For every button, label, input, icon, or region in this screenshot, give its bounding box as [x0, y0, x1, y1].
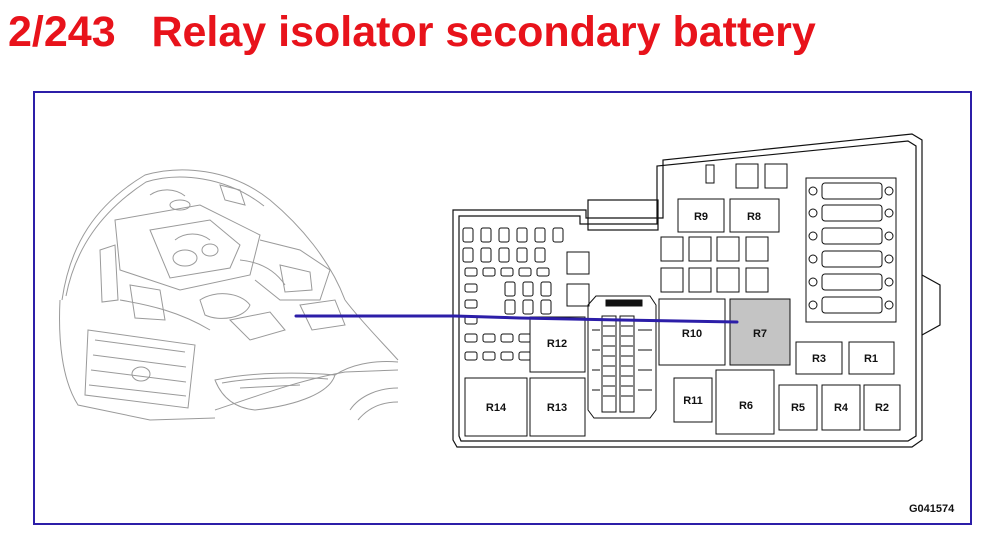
relay-r2-label: R2 [875, 402, 889, 414]
relay-r4-label: R4 [834, 402, 849, 414]
relay-r13-label: R13 [547, 402, 567, 414]
relay-r6: R6 [715, 369, 775, 435]
relay-r3-label: R3 [812, 353, 826, 365]
diagram-frame [33, 91, 972, 525]
relay-r8: R8 [729, 198, 780, 233]
car-engine-bay-illustration [59, 169, 399, 421]
page-title: 2/243 Relay isolator secondary battery [8, 8, 816, 56]
relay-r9-label: R9 [694, 211, 708, 223]
fuse-box-outline [452, 133, 941, 448]
relay-r10: R10 [658, 298, 726, 366]
relay-r14: R14 [464, 377, 528, 437]
relay-r2: R2 [863, 384, 901, 431]
image-code: G041574 [909, 503, 955, 515]
relay-r11: R11 [673, 377, 713, 423]
relay-r14-label: R14 [486, 402, 507, 414]
relay-r10-label: R10 [682, 328, 702, 340]
maxi-fuse-column [805, 177, 897, 323]
relay-r5: R5 [778, 384, 818, 431]
relay-r7-label: R7 [753, 328, 767, 340]
central-connector-block [587, 295, 657, 419]
relay-r6-label: R6 [739, 400, 753, 412]
relay-r4: R4 [821, 384, 861, 431]
left-fuse-slots [462, 227, 564, 361]
relay-r13: R13 [529, 377, 586, 437]
relay-r1-label: R1 [864, 353, 878, 365]
relay-r11-label: R11 [683, 395, 703, 407]
relay-r5-label: R5 [791, 402, 805, 414]
relay-r12: R12 [529, 316, 586, 373]
small-connectors [566, 163, 788, 307]
relay-r1: R1 [848, 341, 895, 375]
relay-r12-label: R12 [547, 338, 567, 350]
relay-r9: R9 [677, 198, 725, 233]
relay-r8-label: R8 [747, 211, 761, 223]
mini-relay-sockets [660, 236, 769, 293]
relay-r7: R7 [729, 298, 791, 366]
pointer-line [294, 314, 739, 324]
relay-r3: R3 [795, 341, 843, 375]
